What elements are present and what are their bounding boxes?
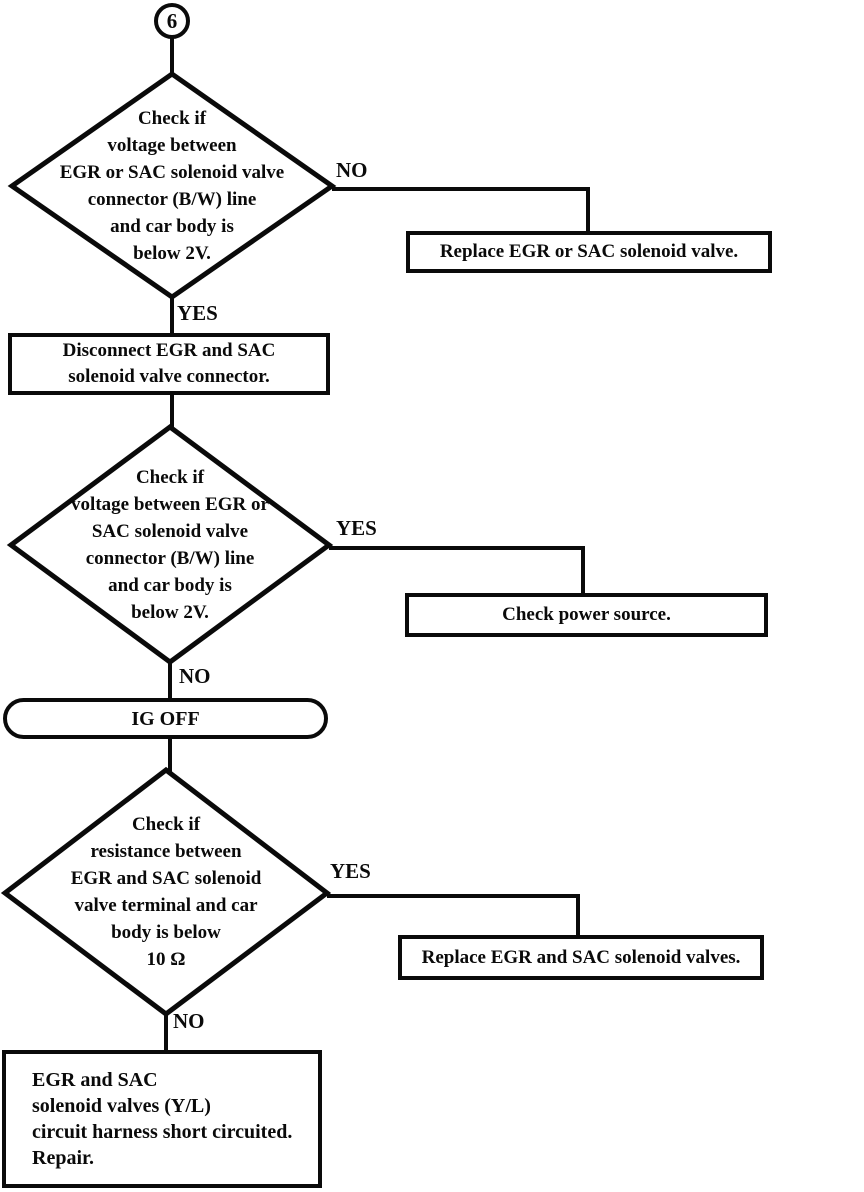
edge-decision1-no bbox=[332, 187, 590, 233]
edge-label-no3: NO bbox=[173, 1009, 205, 1033]
edge-decision3-yes bbox=[327, 894, 580, 937]
action-replace-and-box: Replace EGR and SAC solenoid valves. bbox=[398, 935, 764, 980]
action-disconnect-box: Disconnect EGR and SAC solenoid valve co… bbox=[8, 333, 330, 395]
action-replace-or-box: Replace EGR or SAC solenoid valve. bbox=[406, 231, 772, 273]
connector-label: 6 bbox=[166, 9, 178, 33]
edge-label-yes3: YES bbox=[330, 859, 371, 883]
terminator-ig-off: IG OFF bbox=[3, 698, 328, 739]
edge-label-yes2: YES bbox=[336, 516, 377, 540]
edge-decision2-yes bbox=[329, 546, 585, 595]
action-repair-box: EGR and SAC solenoid valves (Y/L) circui… bbox=[2, 1050, 322, 1188]
edge-label-no1: NO bbox=[336, 158, 368, 182]
action-check-power-box: Check power source. bbox=[405, 593, 768, 637]
decision1-text: Check if voltage between EGR or SAC sole… bbox=[59, 108, 285, 264]
edge-label-no2: NO bbox=[179, 664, 211, 688]
decision3-text: Check if resistance between EGR and SAC … bbox=[70, 814, 262, 970]
decision2-text: Check if voltage between EGR or SAC sole… bbox=[71, 467, 269, 623]
edge-label-yes1: YES bbox=[177, 301, 218, 325]
